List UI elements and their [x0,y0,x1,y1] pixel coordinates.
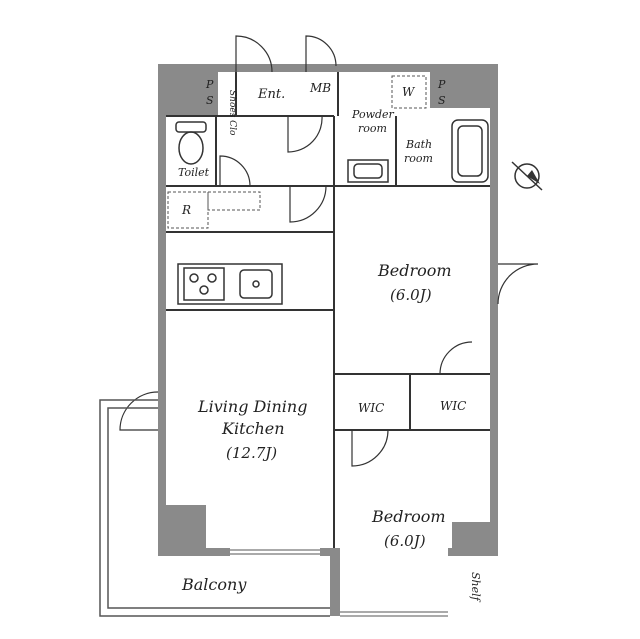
label-shoes: Shoes Clo [227,90,237,136]
label-r: R [181,203,191,217]
label-shelf: Shelf [469,572,482,603]
label-ent: Ent. [257,87,285,102]
refrigerator [167,191,261,229]
label-bath-1: Bath [405,138,432,151]
interior-walls [166,72,490,548]
label-ps-left-s: S [206,94,214,107]
label-bedroom2: Bedroom [371,507,446,526]
doors [119,35,539,467]
label-powder-2: room [358,122,387,135]
label-ps-right-s: S [438,94,446,107]
label-ldk-2: Kitchen [221,419,285,438]
balcony-outline [99,399,330,617]
label-mb: MB [309,81,331,95]
bathtub [451,119,489,183]
label-balcony: Balcony [181,575,247,594]
label-wic1: WIC [358,401,384,415]
label-bedroom1-size: (6.0J) [390,286,432,304]
label-toilet: Toilet [178,166,210,179]
label-ps-right-p: P [437,78,446,91]
label-washer: W [402,85,416,99]
label-wic2: WIC [440,399,466,413]
label-bath-2: room [404,152,433,165]
label-powder-1: Powder [351,108,395,121]
kitchen-counter [177,263,283,305]
toilet-fixture [175,121,207,165]
label-bedroom1: Bedroom [377,261,452,280]
label-ldk-1: Living Dining [197,397,307,416]
windows [230,549,448,617]
outer-walls [158,64,498,616]
compass-icon [511,161,543,191]
washer [391,75,427,109]
label-bedroom2-size: (6.0J) [384,532,426,550]
washbasin [347,159,389,183]
label-ldk-size: (12.7J) [226,444,277,462]
label-ps-left-p: P [205,78,214,91]
